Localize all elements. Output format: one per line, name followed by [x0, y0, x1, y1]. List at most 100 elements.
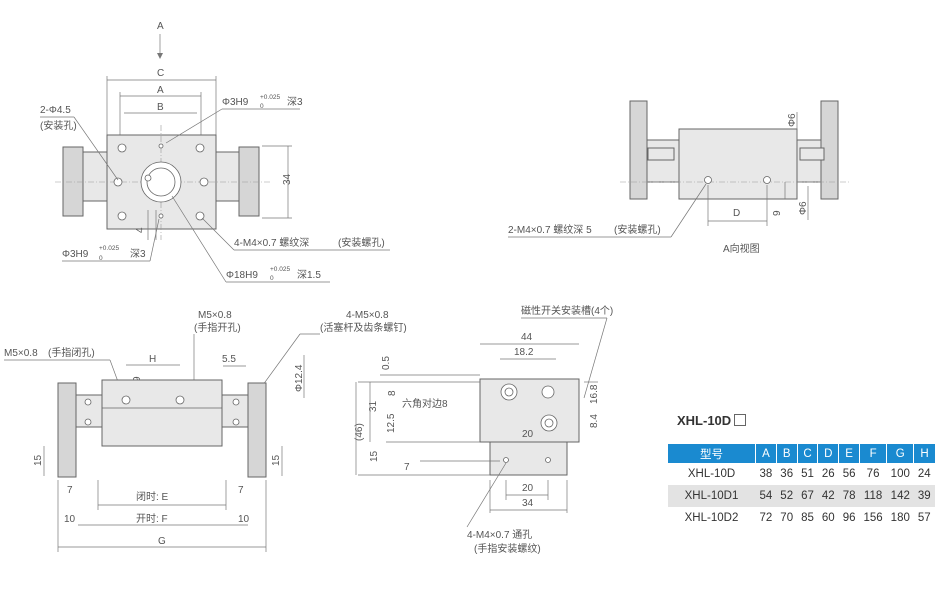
top-view-dim-34: 34 — [282, 173, 293, 185]
a-view: D 9 Φ6 Φ6 2-M4×0.7 螺纹深 5 (安装螺孔) A向视图 — [508, 100, 850, 255]
a-view-caption: A向视图 — [723, 242, 760, 255]
side-view-dim-84: 8.4 — [589, 414, 600, 428]
cell: 76 — [866, 468, 880, 480]
gripper-body-front — [101, 379, 223, 447]
side-view-thread-sub: (手指安装螺纹) — [474, 542, 541, 555]
table-row: XHL-10D1 54 52 67 42 78 118 142 39 — [667, 485, 935, 507]
gripper-body-a — [678, 128, 798, 200]
a-view-thread-sub: (安装螺孔) — [614, 223, 661, 236]
cell: 26 — [821, 468, 835, 480]
a-view-phi6-top: Φ6 — [787, 113, 798, 127]
front-view-dim-10-left: 10 — [64, 514, 76, 525]
front-view-plug-sub: (活塞杆及齿条螺钉) — [320, 321, 407, 334]
cell: 24 — [917, 468, 931, 480]
side-view-dim-168: 16.8 — [589, 384, 600, 404]
top-view-dim-4: 4 — [135, 227, 146, 233]
side-view-dim-8: 8 — [387, 390, 398, 396]
cell: 70 — [780, 512, 794, 524]
side-view-dim-46: (46) — [354, 423, 365, 441]
model-title-text: XHL-10D — [677, 413, 732, 428]
side-view-hex-label: 六角对边8 — [402, 397, 448, 410]
cell: 156 — [863, 512, 883, 524]
cell: 36 — [780, 468, 794, 480]
side-view-dim-7: 7 — [404, 462, 410, 473]
cell: 142 — [886, 485, 914, 507]
side-view-dim-125: 12.5 — [386, 413, 397, 433]
header-f: F — [858, 444, 887, 463]
cell: 96 — [842, 512, 856, 524]
header-model: 型号 — [667, 444, 756, 463]
header-c: C — [796, 444, 818, 463]
front-view-dim-h: H — [149, 354, 156, 365]
side-view-dim-44: 44 — [521, 332, 533, 343]
cell: XHL-10D — [687, 468, 736, 480]
front-view-dim-55: 5.5 — [222, 354, 236, 365]
header-b: B — [775, 444, 798, 463]
header-a: A — [755, 444, 777, 463]
front-view-dim-9: 9 — [132, 376, 143, 382]
front-view-m5-left-sub: (手指闭孔) — [48, 346, 95, 359]
top-view-label-a2: A — [157, 85, 164, 96]
top-view-pin-tol-lo: 0 — [260, 103, 264, 110]
gripper-body-side — [479, 378, 580, 443]
cell: 57 — [917, 512, 931, 524]
front-view-dim-10-right: 10 — [238, 514, 250, 525]
front-view-dim-7-left: 7 — [67, 485, 73, 496]
top-view-pin2-tol-up: +0.025 — [99, 245, 119, 252]
front-view-m5-top-sub: (手指开孔) — [194, 321, 241, 334]
cell: 72 — [759, 512, 773, 524]
top-view-pin-depth: 深3 — [287, 96, 303, 108]
top-view-pin-label: Φ3H9 — [222, 97, 249, 108]
table-row: XHL-10D 38 36 51 26 56 76 100 24 — [668, 463, 935, 485]
side-view-dim-182: 18.2 — [514, 347, 534, 358]
top-view-thread-label: 4-M4×0.7 螺纹深 — [234, 236, 309, 249]
top-view-hole-label: 2-Φ4.5 — [40, 105, 71, 116]
cell: 118 — [859, 485, 887, 507]
side-view-dim-15: 15 — [369, 450, 380, 462]
top-view-bore-depth: 深1.5 — [297, 269, 321, 281]
top-view-bore-tol-lo: 0 — [270, 275, 274, 282]
cell: XHL-10D1 — [667, 485, 756, 507]
front-view-m5-left: M5×0.8 — [4, 348, 38, 359]
side-view-dim-05: 0.5 — [381, 356, 392, 370]
top-view: A C A B 34 — [40, 21, 390, 283]
front-view-dim-phi124: Φ12.4 — [294, 364, 305, 392]
cell: XHL-10D2 — [684, 512, 739, 524]
side-view-dim-31: 31 — [368, 400, 379, 412]
cell: 39 — [913, 485, 935, 507]
cell: 38 — [759, 468, 773, 480]
a-view-dim-9: 9 — [772, 210, 783, 216]
cell: 78 — [838, 485, 860, 507]
side-view-thread-label: 4-M4×0.7 通孔 — [467, 529, 532, 541]
top-view-label-b: B — [157, 102, 164, 113]
front-view-dim-7-right: 7 — [238, 485, 244, 496]
header-e: E — [838, 444, 860, 463]
side-view-dim-20-inner: 20 — [522, 429, 534, 440]
model-suffix-box — [734, 414, 747, 426]
a-view-dim-d: D — [733, 208, 740, 219]
top-view-pin2-depth: 深3 — [130, 248, 146, 260]
cell: 60 — [821, 512, 835, 524]
top-view-thread-sub: (安装螺孔) — [338, 236, 385, 249]
cell: 52 — [776, 485, 798, 507]
side-view-dim-34: 34 — [522, 498, 534, 509]
cell: 42 — [817, 485, 839, 507]
cell: 54 — [755, 485, 777, 507]
table-row: XHL-10D2 72 70 85 60 96 156 180 57 — [668, 507, 935, 529]
top-view-label-c: C — [157, 68, 164, 79]
front-view-dim-15-right: 15 — [271, 454, 282, 466]
header-h: H — [913, 444, 935, 463]
cell: 51 — [801, 468, 814, 480]
side-view: 磁性开关安装槽(4个) 44 18.2 0.5 8 六角对边8 31 (46) … — [354, 304, 613, 555]
header-d: D — [817, 444, 839, 463]
cell: 67 — [797, 485, 818, 507]
front-view-plug-label: 4-M5×0.8 — [346, 310, 389, 321]
front-view-close-label: 闭时: E — [136, 490, 169, 503]
front-view: M5×0.8 (手指开孔) M5×0.8 (手指闭孔) 4-M5×0.8 (活塞… — [4, 310, 407, 552]
cell: 100 — [890, 468, 910, 480]
header-g: G — [886, 444, 914, 463]
a-view-thread-label: 2-M4×0.7 螺纹深 5 — [508, 223, 592, 236]
top-view-pin2-label: Φ3H9 — [62, 249, 89, 260]
top-view-pin-tol-up: +0.025 — [260, 94, 280, 101]
